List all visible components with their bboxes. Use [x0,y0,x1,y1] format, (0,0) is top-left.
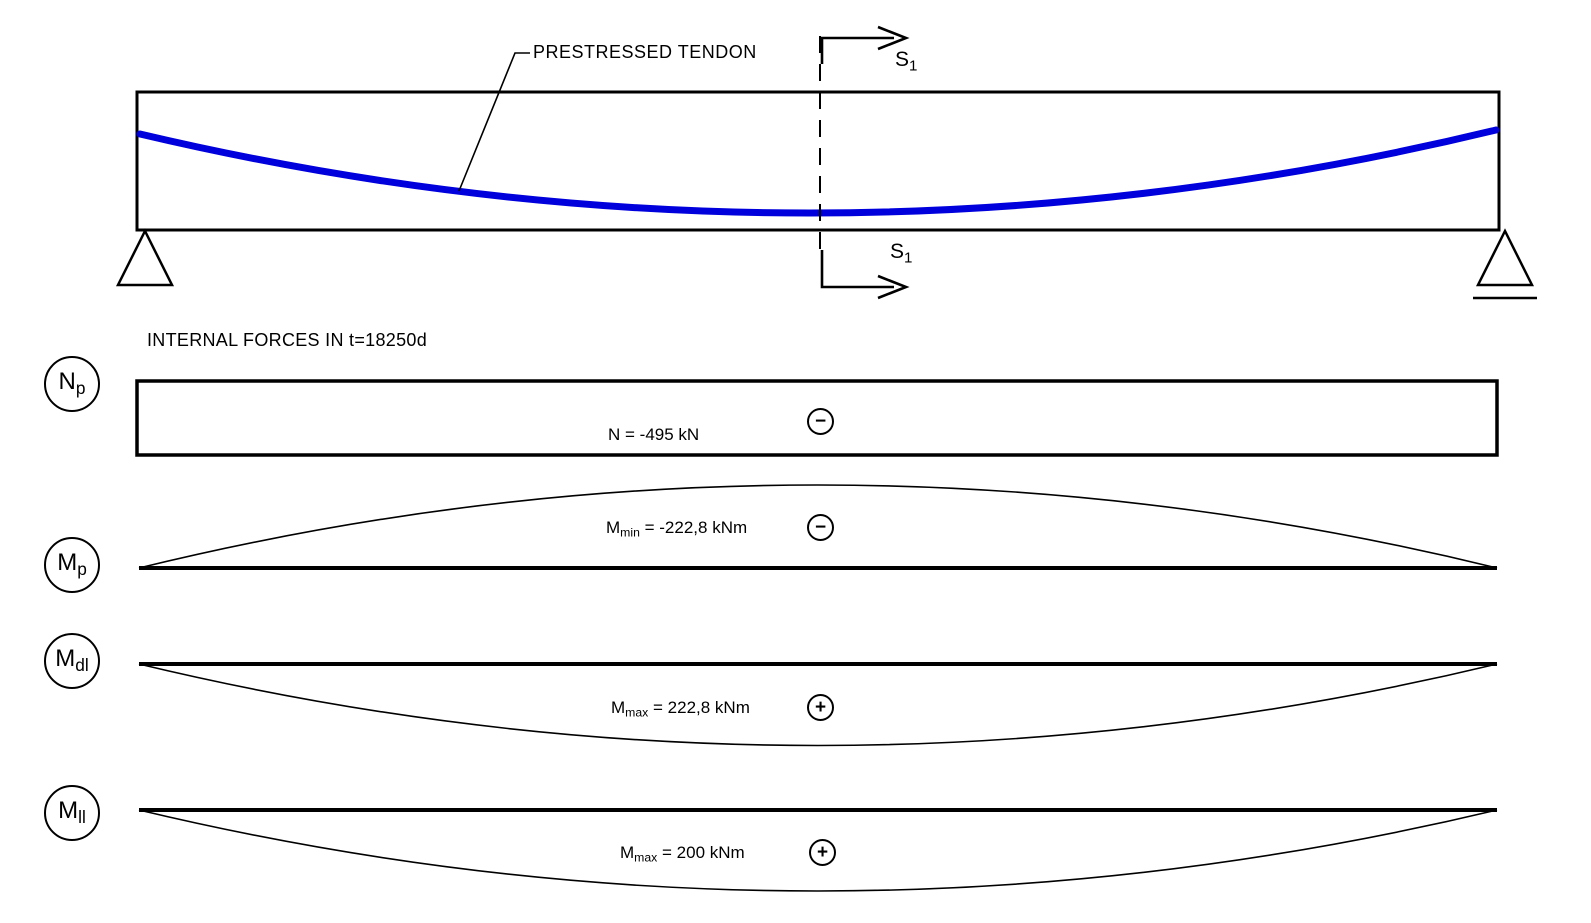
mll-value-main: M [620,843,635,862]
mdl-symbol-main: M [55,645,76,673]
minus-icon: − [814,411,827,432]
mp-value-main: M [606,518,621,537]
mdl-sign-badge: + [807,694,834,721]
mll-value-label: Mmax = 200 kNm [620,843,745,865]
mll-value-rest: = 200 kNm [657,843,745,862]
section-cut-label-top: S1 [895,48,917,75]
mdl-value-rest: = 222,8 kNm [648,698,750,717]
mll-moment-curve [138,809,1498,892]
mp-value-label: Mmin = -222,8 kNm [606,518,747,540]
plus-icon: + [816,842,829,863]
mp-symbol-main: M [57,549,78,577]
tendon-leader-line [458,52,530,192]
section-cut-label-top-main: S [895,48,910,71]
mll-symbol-main: M [58,797,79,825]
roller-support-right [1475,228,1535,287]
mll-symbol-sub: ll [78,807,86,828]
tendon-curve [136,126,1500,217]
np-symbol-sub: p [75,378,86,399]
section-cut-label-bottom: S1 [890,240,912,267]
np-value-label: N = -495 kN [608,425,699,447]
mll-sign-badge: + [809,839,836,866]
mdl-symbol-sub: dl [75,655,89,676]
np-symbol-circle: Np [44,356,100,412]
minus-icon: − [814,517,827,538]
mp-symbol-circle: Mp [44,537,100,593]
mll-symbol-label: Mll [58,797,86,828]
section-cut-label-bottom-main: S [890,240,905,263]
tendon-label: PRESTRESSED TENDON [533,42,757,62]
np-value-main: N [608,425,621,444]
mdl-symbol-label: Mdl [55,645,88,676]
section-cut-label-bottom-sub: 1 [904,249,913,267]
np-value-rest: = -495 kN [620,425,700,444]
mdl-moment-curve [138,663,1498,747]
section-arrow-bottom-head [877,274,910,300]
np-sign-badge: − [807,408,834,435]
beam-outline [135,90,1501,232]
mdl-symbol-circle: Mdl [44,633,100,689]
mp-value-sub: min [620,525,640,540]
mll-value-sub: max [634,850,658,865]
plus-icon: + [814,697,827,718]
mp-sign-badge: − [807,514,834,541]
mdl-value-main: M [611,698,626,717]
section-arrow-top-shaft [820,36,894,64]
np-symbol-label: Np [59,368,86,399]
pin-support-left [115,228,175,287]
mp-symbol-sub: p [77,559,87,580]
section-title: INTERNAL FORCES IN t=18250d [147,330,428,350]
mp-symbol-label: Mp [57,549,87,580]
mll-symbol-circle: Mll [44,785,100,841]
mp-value-rest: = -222,8 kNm [639,518,748,537]
mdl-value-label: Mmax = 222,8 kNm [611,698,750,720]
section-arrow-top-head [877,25,910,51]
np-symbol-main: N [58,368,76,396]
mdl-value-sub: max [625,705,649,720]
np-diagram-outline [135,379,1499,457]
mp-moment-curve [138,484,1498,569]
section-cut-label-top-sub: 1 [909,57,918,75]
section-arrow-bottom-shaft [820,250,894,289]
